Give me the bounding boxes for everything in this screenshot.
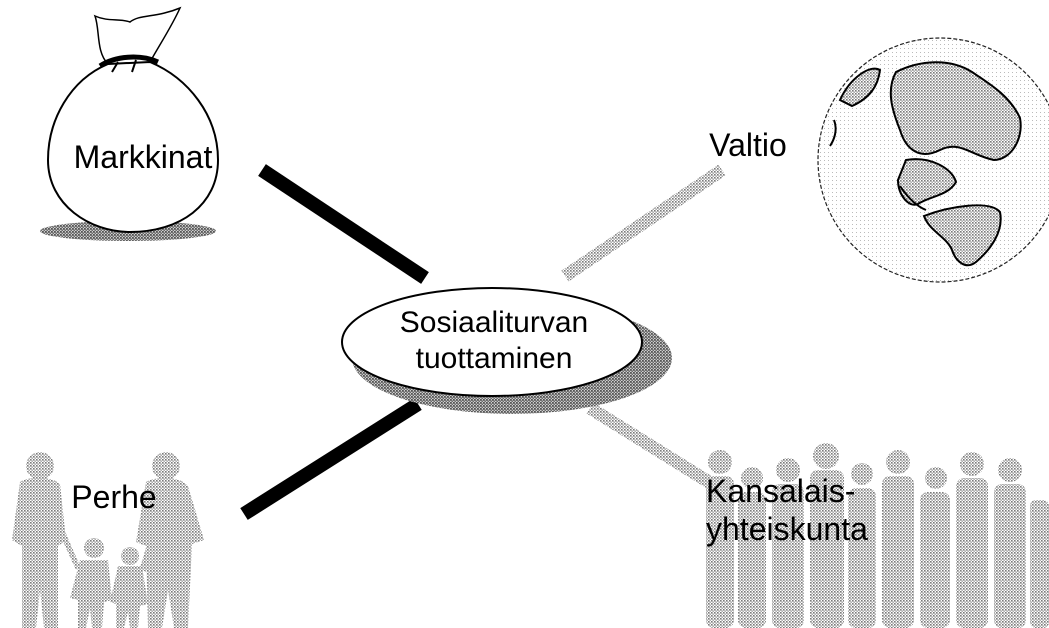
civil-label-line1: Kansalais-	[706, 473, 855, 509]
civil-label-line2: yhteiskunta	[706, 511, 868, 547]
connector-family	[240, 398, 422, 520]
center-label-line2: tuottaminen	[416, 342, 573, 375]
center-node: Sosiaaliturvan tuottaminen	[341, 287, 672, 414]
center-label-line1: Sosiaaliturvan	[400, 306, 588, 339]
connector-state	[561, 164, 726, 282]
globe-icon	[817, 37, 1049, 283]
connector-market	[258, 164, 429, 284]
money-bag-icon	[40, 6, 220, 241]
center-ellipse	[341, 287, 643, 397]
family-silhouette-icon	[12, 452, 204, 628]
connector-civil	[586, 402, 716, 490]
crowd-silhouette-icon	[706, 443, 1049, 628]
family-label: Perhe	[71, 479, 156, 515]
state-label: Valtio	[709, 127, 787, 163]
market-label: Markkinat	[74, 139, 213, 175]
